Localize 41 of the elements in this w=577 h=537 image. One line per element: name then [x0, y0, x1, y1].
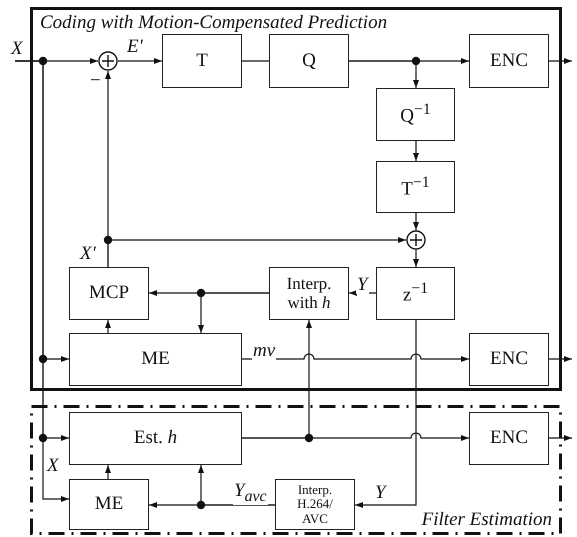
summing-junction	[98, 51, 118, 71]
arrow	[549, 58, 572, 64]
process-box: Interp. H.264/ AVC	[275, 479, 355, 530]
arrow	[198, 292, 269, 333]
arrow	[549, 435, 572, 441]
connector-line	[242, 60, 269, 62]
process-box: Est. h	[69, 412, 242, 465]
arrow	[413, 141, 419, 161]
group-frame	[30, 7, 562, 391]
arrow	[355, 320, 417, 508]
arrow	[349, 60, 419, 88]
group-title: Filter Estimation	[422, 510, 552, 529]
process-box: T	[162, 34, 242, 88]
group-title: Coding with Motion-Compensated Prediction	[40, 13, 388, 32]
arrow	[107, 237, 406, 267]
process-box: MCP	[69, 267, 149, 320]
arrow	[105, 465, 111, 479]
arrow	[242, 320, 312, 439]
edge-label: Y	[356, 275, 369, 294]
summing-junction	[406, 230, 426, 250]
arrow	[349, 290, 376, 296]
process-box: ME	[69, 479, 149, 530]
arrow	[105, 320, 111, 333]
process-box: ME	[69, 333, 242, 386]
process-box: z$^{−1}$	[376, 267, 455, 320]
process-box: ENC	[469, 333, 549, 386]
process-box: ENC	[469, 34, 549, 88]
group-frame	[30, 405, 562, 535]
sign-label: −	[90, 71, 101, 90]
arrow	[242, 353, 469, 362]
edge-label: Y$_{avc}$	[233, 481, 268, 505]
process-box: Interp. with h	[269, 267, 349, 320]
arrow	[198, 465, 275, 506]
arrow	[413, 213, 419, 230]
arrow	[413, 250, 419, 267]
arrow	[118, 58, 162, 64]
process-box: T$^{−1}$	[376, 161, 455, 213]
process-box: Q	[269, 34, 349, 88]
process-box: Q$^{−1}$	[376, 88, 455, 141]
process-box: ENC	[469, 412, 549, 465]
arrow	[549, 356, 572, 362]
